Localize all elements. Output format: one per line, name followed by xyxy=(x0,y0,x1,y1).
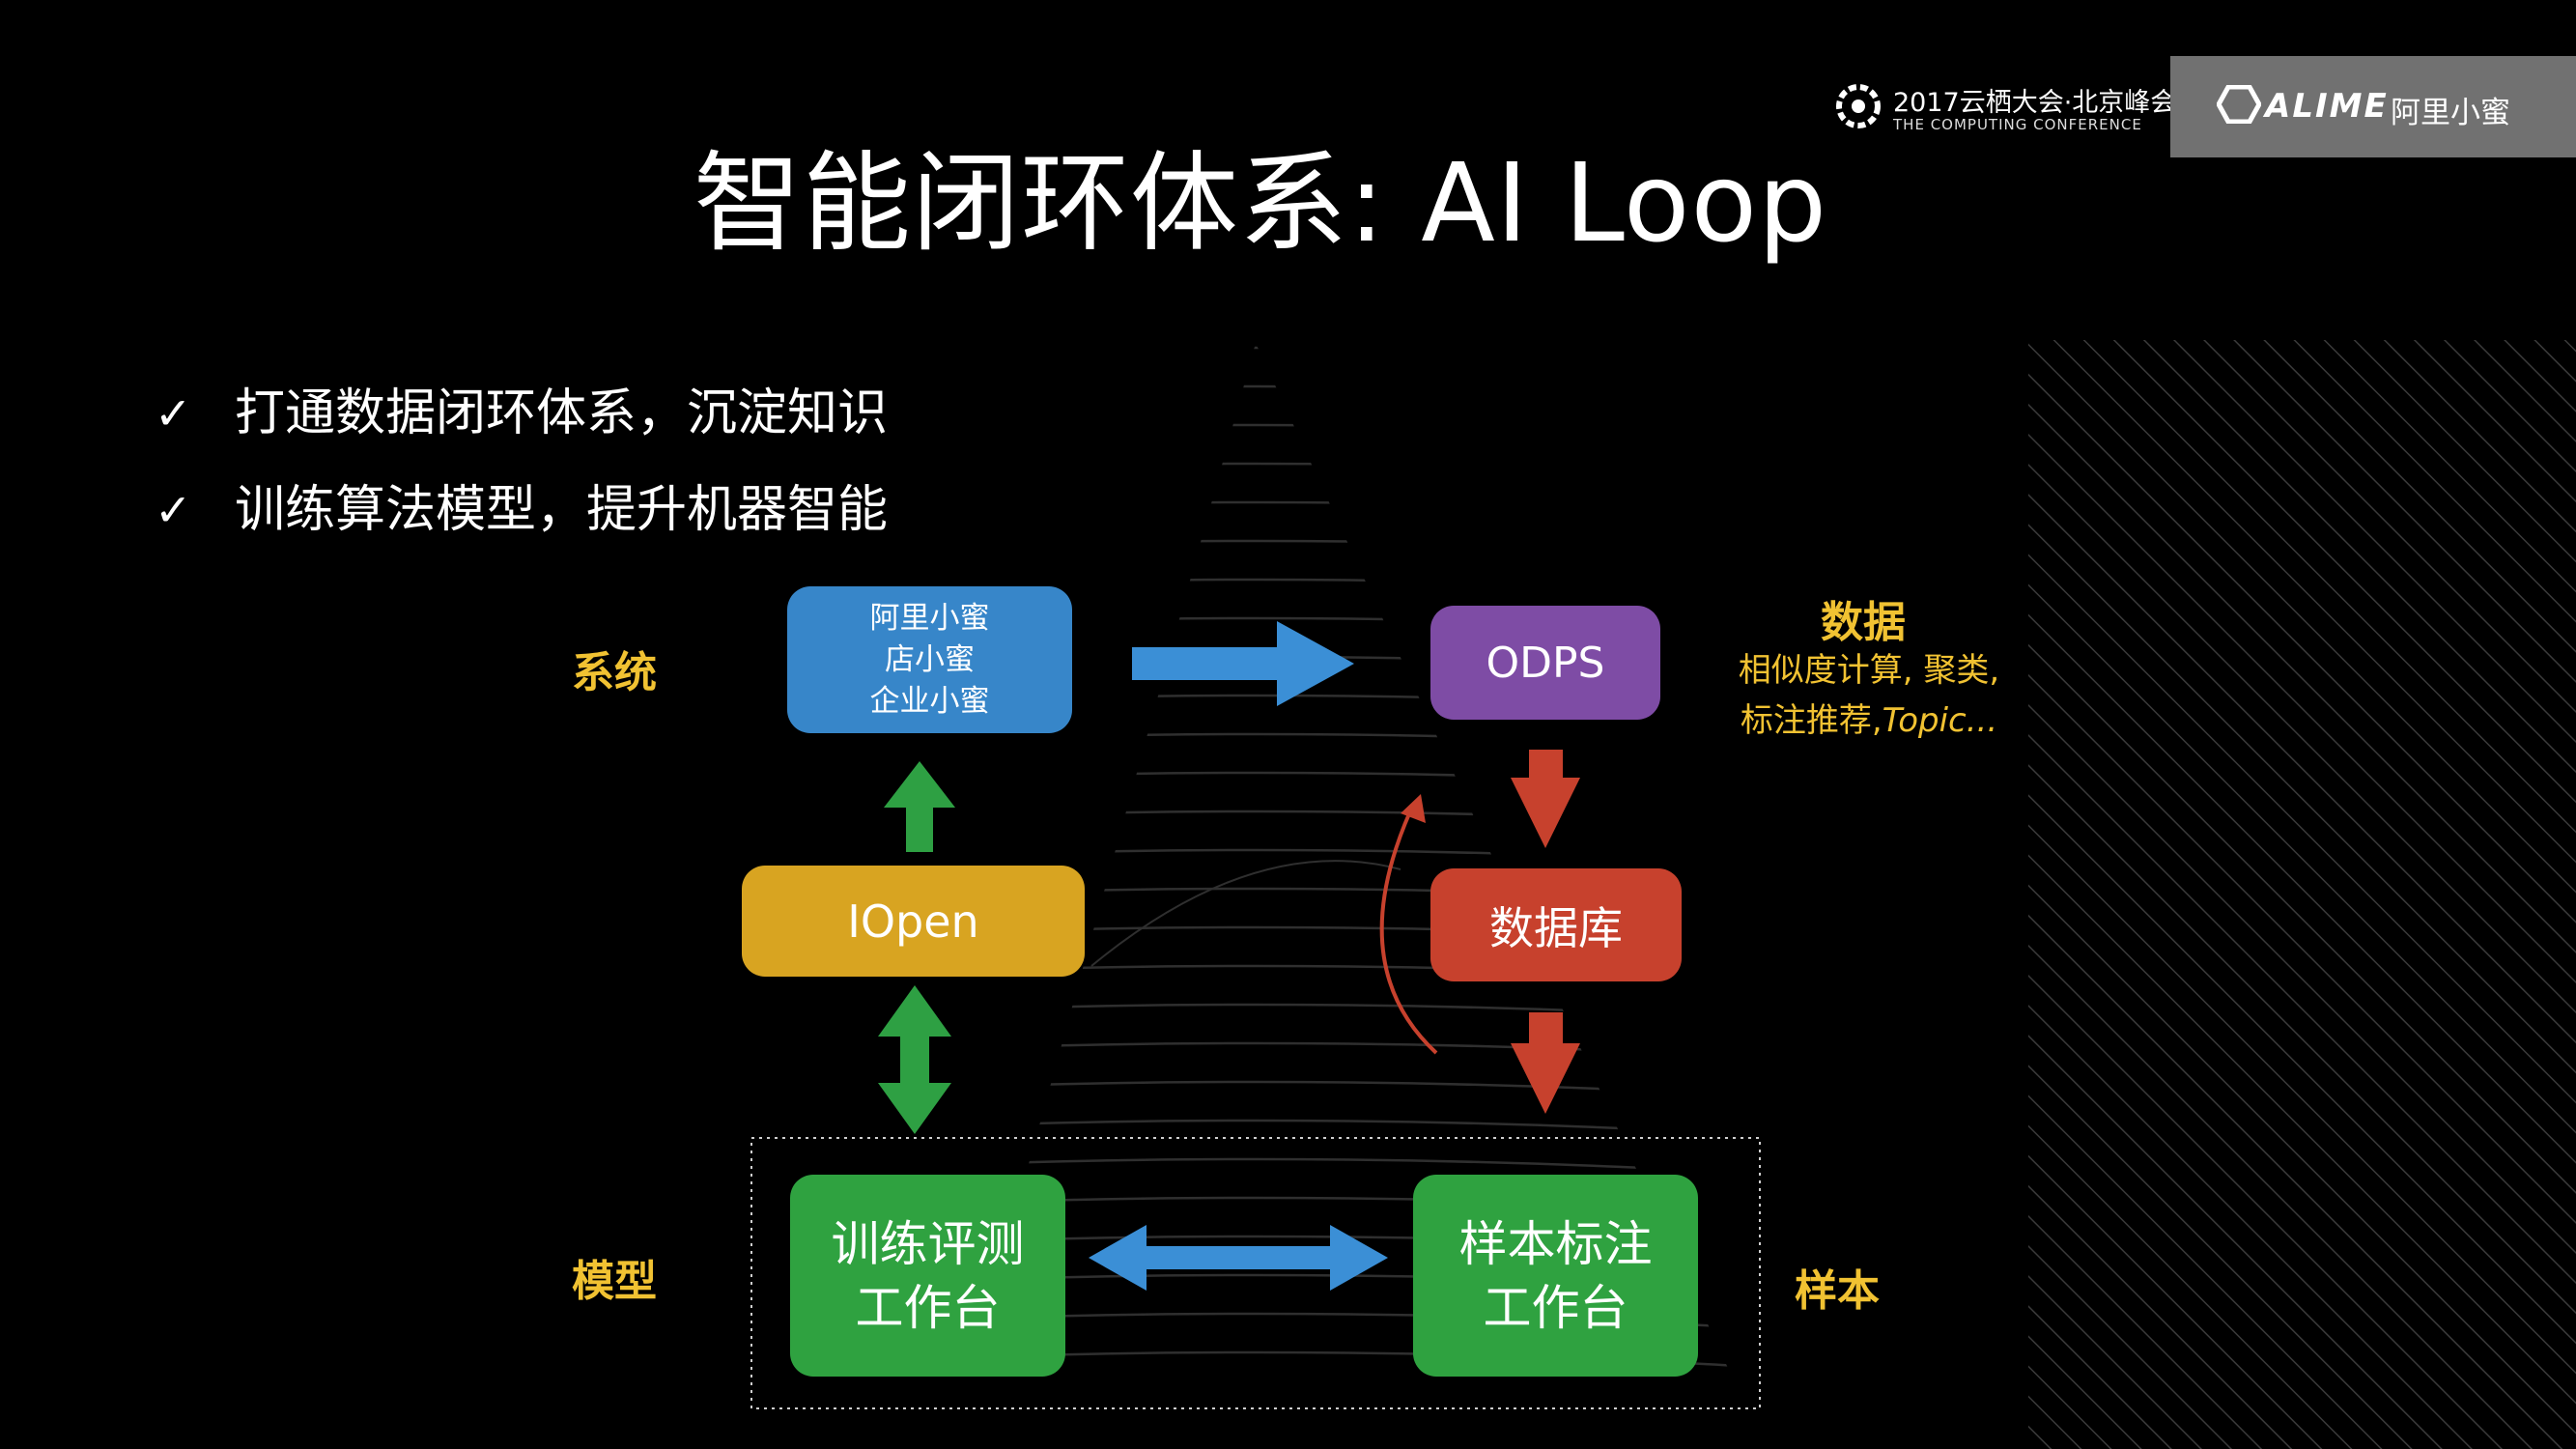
node-iopen: IOpen xyxy=(742,866,1085,977)
arrow-feedback-head xyxy=(1401,794,1426,823)
node-train-line: 训练评测 xyxy=(831,1215,1025,1272)
arrow-odps-to-db xyxy=(1511,750,1580,848)
arrow-feedback-curve xyxy=(1379,810,1438,1055)
conference-subtitle: THE COMPUTING CONFERENCE xyxy=(1893,116,2142,133)
side-label-data: 数据 xyxy=(1821,598,1906,647)
data-description: 相似度计算, 聚类, 标注推荐,Topic... xyxy=(1729,645,2009,746)
alime-logo-icon xyxy=(2217,85,2261,124)
node-train-line: 工作台 xyxy=(855,1279,1001,1336)
side-label-sample: 样本 xyxy=(1795,1266,1880,1316)
node-label-line: 工作台 xyxy=(1483,1279,1628,1336)
node-odps-label: ODPS xyxy=(1486,638,1605,688)
conference-name: 2017云栖大会·北京峰会 xyxy=(1893,88,2177,118)
workbench-frame xyxy=(750,1137,1761,1409)
data-desc-line: 标注推荐,Topic... xyxy=(1729,696,2009,746)
brand-cn-name: 阿里小蜜 xyxy=(2391,96,2510,130)
hatch-panel xyxy=(2028,340,2576,1449)
node-system-line: 企业小蜜 xyxy=(869,683,990,719)
arrow-iopen-train xyxy=(878,985,951,1134)
arrow-system-to-odps xyxy=(1132,621,1354,706)
check-icon: ✓ xyxy=(155,387,192,440)
arrow-db-to-label xyxy=(1511,1012,1580,1114)
data-desc-prefix: 标注推荐, xyxy=(1740,701,1882,740)
node-train-workbench: 训练评测 工作台 xyxy=(790,1175,1065,1377)
brand-name: ALIME xyxy=(2265,87,2389,126)
conference-icon xyxy=(1836,84,1881,128)
data-desc-italic: Topic... xyxy=(1882,701,1998,740)
arrow-iopen-to-system xyxy=(884,761,955,852)
node-database: 数据库 xyxy=(1430,868,1682,981)
node-label-line: 样本标注 xyxy=(1458,1215,1653,1272)
node-system-line: 店小蜜 xyxy=(885,641,975,677)
bullet-text: 打通数据闭环体系，沉淀知识 xyxy=(235,384,889,442)
bullet-text: 训练算法模型，提升机器智能 xyxy=(235,481,889,539)
page-title: 智能闭环体系: AI Loop xyxy=(693,141,1828,267)
side-label-system: 系统 xyxy=(572,648,657,697)
check-icon: ✓ xyxy=(155,484,192,536)
side-label-model: 模型 xyxy=(572,1257,657,1306)
node-system: 阿里小蜜 店小蜜 企业小蜜 xyxy=(787,586,1072,733)
node-odps: ODPS xyxy=(1430,606,1660,720)
node-system-line: 阿里小蜜 xyxy=(869,600,990,636)
brand-badge: ALIME 阿里小蜜 xyxy=(2170,56,2576,157)
data-desc-line: 相似度计算, 聚类, xyxy=(1738,651,2000,690)
arrow-train-label xyxy=(1089,1225,1388,1291)
node-iopen-label: IOpen xyxy=(847,895,979,948)
node-label-workbench: 样本标注 工作台 xyxy=(1413,1175,1698,1377)
node-database-label: 数据库 xyxy=(1489,901,1623,954)
